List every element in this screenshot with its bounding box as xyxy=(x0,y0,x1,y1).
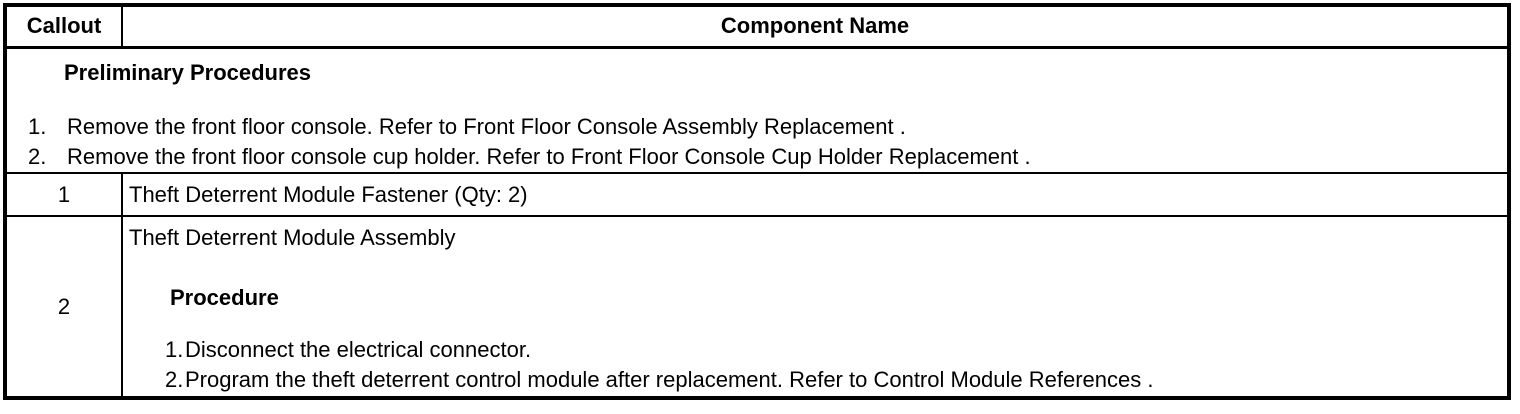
component-table-frame: Callout Component Name Preliminary Proce… xyxy=(3,3,1511,400)
component-name-text: Theft Deterrent Module Assembly xyxy=(129,225,456,250)
preliminary-procedures-heading: Preliminary Procedures xyxy=(64,59,312,85)
procedure-heading: Procedure xyxy=(170,285,279,310)
preliminary-steps-list: Remove the front floor console. Refer to… xyxy=(7,112,1507,172)
preliminary-step: Remove the front floor console. Refer to… xyxy=(28,112,906,142)
preliminary-procedures-row: Preliminary Procedures Remove the front … xyxy=(7,47,1507,174)
preliminary-step: Remove the front floor console cup holde… xyxy=(28,142,1031,172)
procedure-step: Disconnect the electrical connector. xyxy=(165,335,532,365)
callout-number: 1 xyxy=(7,173,123,217)
table-header-row: Callout Component Name xyxy=(7,7,1507,49)
callout-number: 2 xyxy=(7,216,123,396)
component-table: Callout Component Name Preliminary Proce… xyxy=(7,7,1507,396)
procedure-steps-list: Disconnect the electrical connector. Pro… xyxy=(129,335,1507,395)
procedure-step: Program the theft deterrent control modu… xyxy=(165,365,1154,395)
callout-column-header: Callout xyxy=(7,7,123,49)
component-name-column-header: Component Name xyxy=(122,7,1507,49)
table-row-callout-1: 1 Theft Deterrent Module Fastener (Qty: … xyxy=(7,173,1507,217)
component-cell: Theft Deterrent Module Assembly Procedur… xyxy=(122,216,1507,396)
table-row-callout-2: 2 Theft Deterrent Module Assembly Proced… xyxy=(7,216,1507,396)
component-name-text: Theft Deterrent Module Fastener (Qty: 2) xyxy=(122,173,1507,217)
preliminary-procedures-cell: Preliminary Procedures Remove the front … xyxy=(7,47,1507,174)
